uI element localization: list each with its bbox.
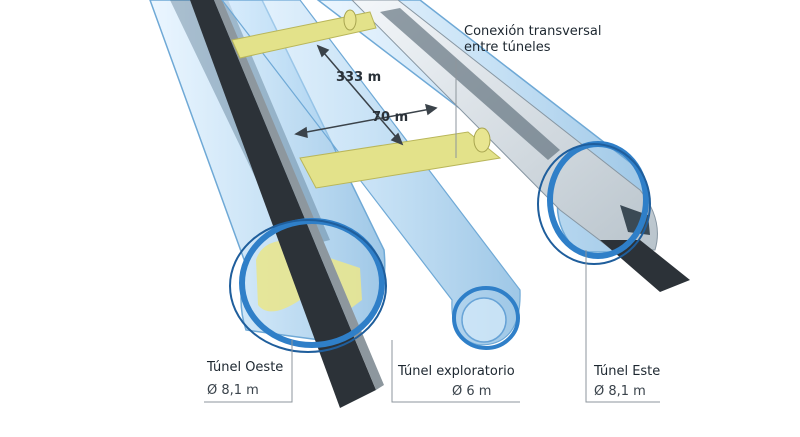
callout-exploratory [391,340,520,403]
exploratory-tunnel-name: Túnel exploratorio [398,364,515,379]
west-tunnel-track [190,0,376,408]
west-tunnel-portal-ring-outer [229,219,387,353]
distance-long-arrow-bottom [390,132,404,146]
distance-short-arrow-right [424,103,438,116]
cross-passage-upper [231,11,377,59]
west-tunnel-diameter: Ø 8,1 m [207,383,259,398]
east-tunnel-track [600,240,690,292]
distance-short-line [295,107,437,135]
distance-long-line [317,45,403,145]
distance-short-label: 70 m [372,110,409,125]
east-tunnel-diameter: Ø 8,1 m [594,384,646,399]
west-tunnel-yellow-walkway-right [330,258,362,312]
cross-passage-door-lower [473,127,491,153]
west-tunnel-name: Túnel Oeste [207,360,284,375]
crosscut-label-line1: Conexión transversal [464,24,602,39]
distance-long-label: 333 m [336,70,382,85]
callout-east [585,250,660,403]
cross-passages [231,9,502,189]
exploratory-tunnel-diameter: Ø 6 m [452,384,492,399]
distance-long-arrow-top [316,44,330,58]
west-tunnel-track-rail [214,0,384,390]
east-tunnel-name: Túnel Este [594,364,661,379]
dimension-lines [294,44,438,146]
exploratory-tunnel-portal-inner [461,297,507,343]
callout-lines [204,60,660,403]
cross-passage-lower [299,131,502,189]
callout-west [204,340,293,403]
west-tunnel [149,0,387,408]
crosscut-label-line2: entre túneles [464,40,551,55]
train-windows [380,8,560,160]
east-tunnel [316,0,690,292]
distance-short-arrow-left [294,126,308,139]
east-tunnel-portal-ring-outer [537,143,651,265]
cross-passage-door-upper [343,9,357,31]
exploratory-tunnel-portal-ring [452,286,520,350]
